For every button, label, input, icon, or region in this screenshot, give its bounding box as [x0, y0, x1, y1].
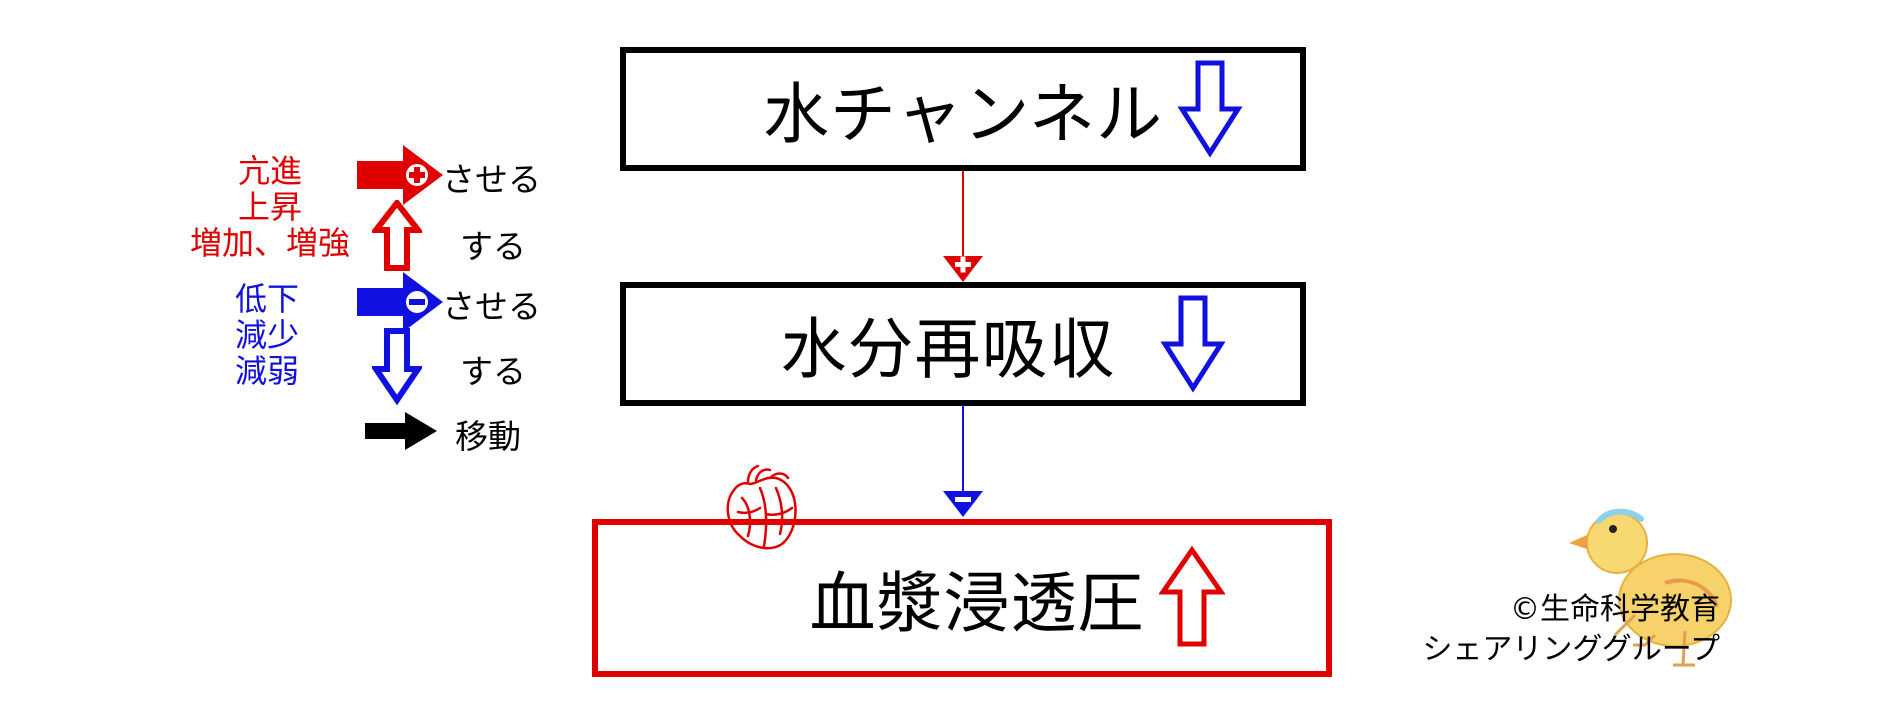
legend-promote-suffix: させる	[442, 160, 541, 199]
increase-arrow-icon	[372, 200, 422, 271]
decrease-arrow-icon	[372, 328, 422, 405]
credit: ©生命科学教育 シェアリンググループ	[1380, 590, 1720, 670]
legend-move-label: 移動	[455, 417, 521, 456]
legend-reduce-words: 低下 減少 減弱	[235, 281, 299, 389]
water-channel-box: 水チャンネル	[620, 47, 1306, 171]
legend-word-rise: 上昇	[237, 188, 302, 226]
legend-word-increase: 増加、増強	[189, 224, 350, 262]
move-arrow-icon	[365, 412, 437, 450]
heart-icon	[726, 464, 797, 550]
plasma-osmolality-up-arrow-icon	[1158, 546, 1225, 647]
inhibit-connector-icon	[943, 491, 983, 517]
legend-word-weaken: 減弱	[235, 352, 300, 390]
plasma-osmolality-box: 血漿浸透圧	[592, 519, 1332, 677]
credit-line-1: ©生命科学教育	[1510, 592, 1720, 627]
legend-word-decline: 低下	[235, 280, 300, 318]
legend-word-decrease: 減少	[235, 316, 300, 354]
legend-word-enhance: 亢進	[237, 152, 302, 190]
legend-increase-suffix: する	[460, 227, 526, 266]
chick-mascot-icon	[1569, 508, 1732, 667]
promote-arrow-icon	[357, 145, 443, 205]
credit-line-2: シェアリンググループ	[1422, 632, 1720, 667]
plasma-osmolality-label: 血漿浸透圧	[809, 565, 1145, 642]
water-channel-down-arrow-icon	[1177, 60, 1243, 158]
water-reabsorption-down-arrow-icon	[1159, 295, 1226, 393]
legend: 亢進 上昇 増加、増強 させる する 低下 減少 減弱 させる する 移動	[170, 145, 570, 456]
legend-inhibit-suffix: させる	[442, 287, 541, 326]
water-channel-label: 水チャンネル	[762, 76, 1164, 153]
legend-enhance-words: 亢進 上昇 増加、増強	[170, 153, 370, 261]
water-reabsorption-box: 水分再吸収	[620, 282, 1306, 406]
inhibit-arrow-icon	[357, 272, 443, 332]
water-reabsorption-label: 水分再吸収	[780, 311, 1116, 388]
legend-decrease-suffix: する	[460, 352, 526, 391]
